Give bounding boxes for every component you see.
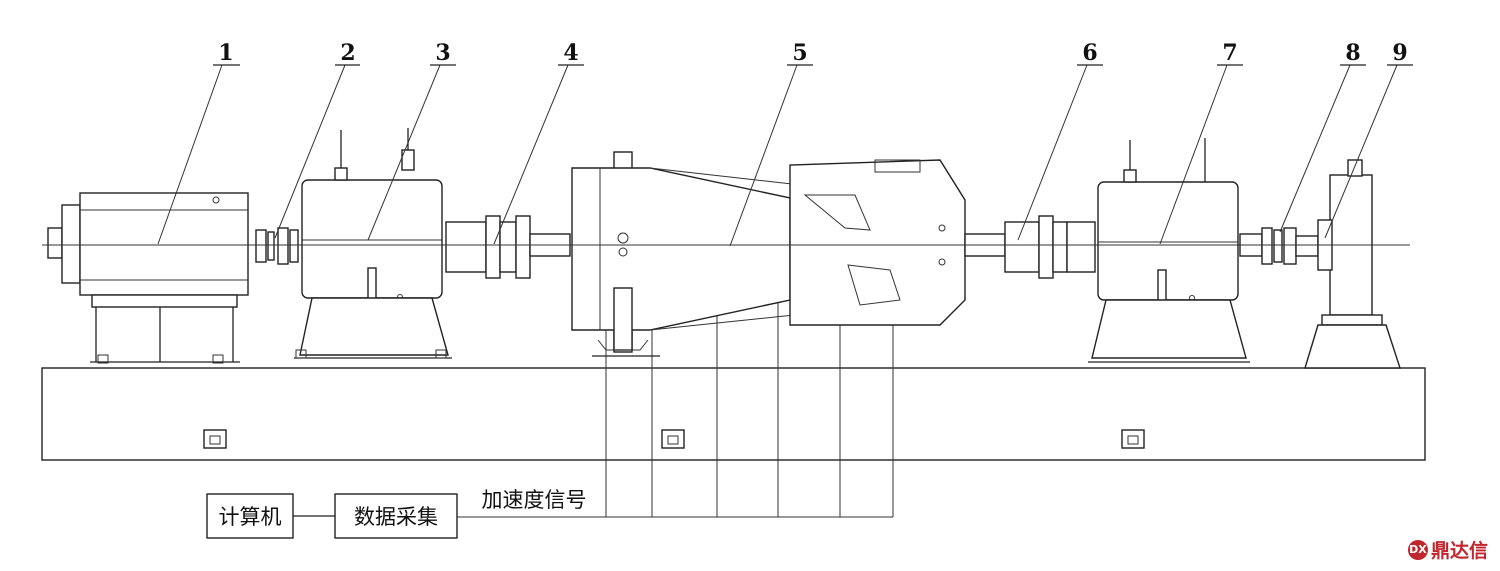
part-numbers: 1 2 3 4 5 6 7 8 9 — [213, 40, 1413, 66]
brand-logo-icon: DX — [1407, 539, 1428, 560]
gearbox-left — [294, 128, 452, 359]
motor — [47, 192, 249, 364]
part-number-4: 4 — [563, 40, 578, 66]
part-number-3: 3 — [435, 40, 450, 66]
data-acquisition-label: 数据采集 — [354, 505, 438, 529]
test-piece-cone — [571, 151, 966, 357]
part-number-9: 9 — [1392, 40, 1407, 66]
coupling-6 — [964, 215, 1096, 279]
base-bed — [41, 367, 1426, 461]
computer-box — [206, 493, 294, 539]
brand-name: 鼎达信 — [1430, 540, 1488, 562]
brand-watermark: DX 鼎达信 — [1407, 536, 1488, 563]
data-acquisition-box — [334, 493, 458, 539]
part-number-7: 7 — [1222, 40, 1237, 66]
computer-label: 计算机 — [219, 505, 282, 529]
acquisition-chain: 计算机 数据采集 加速度信号 — [206, 488, 601, 539]
coupling-2 — [255, 227, 299, 265]
part-number-2: 2 — [340, 40, 355, 66]
coupling-8 — [1239, 227, 1319, 265]
acceleration-signal-label: 加速度信号 — [482, 488, 587, 512]
coupling-4 — [445, 215, 571, 279]
part-number-8: 8 — [1345, 40, 1360, 66]
loader — [1304, 159, 1401, 369]
part-number-6: 6 — [1082, 40, 1097, 66]
part-number-1: 1 — [218, 40, 233, 66]
part-number-5: 5 — [792, 40, 807, 66]
gearbox-right — [1088, 138, 1250, 363]
leader-lines — [157, 64, 1398, 247]
